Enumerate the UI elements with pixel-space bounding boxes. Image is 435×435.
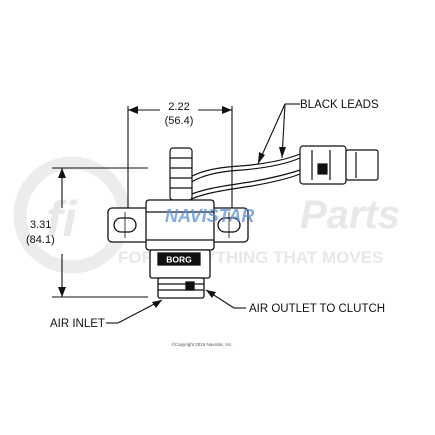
width-dimension-inches: 2.22 [168,101,189,113]
air-outlet-callout [205,289,246,309]
air-inlet-label: AIR INLET [50,318,105,330]
height-dimension-mm: (84.1) [26,234,55,246]
air-outlet-arrow [206,290,216,298]
solenoid-cap [169,147,193,201]
black-leads-label: BLACK LEADS [300,99,379,111]
height-arrow-top [58,168,66,178]
outlet-port [185,281,195,291]
black-leads-callout [257,103,300,165]
black-leads [177,153,301,203]
lead-wire-lower-inner [185,173,301,203]
body-stamp-plate [157,252,201,266]
copyright-notice: ©Copyright 2016 Navistar, Inc. [171,341,232,347]
dimension-lines [52,106,233,298]
width-arrow-left [128,106,138,114]
black-leads-arrow-1 [258,152,265,164]
width-arrow-right [222,106,232,114]
connector-plug [345,149,379,181]
lead-wire-upper-inner [181,157,301,195]
electrical-connector [299,145,379,185]
outlet-fitting [157,277,205,299]
connector-latch [317,163,328,175]
air-inlet-arrow [152,300,162,308]
navistar-logo: NAVISTAR [165,206,254,226]
lead-wire-lower [183,169,301,199]
solenoid-top [169,147,193,201]
width-dimension-mm: (56.4) [165,115,194,127]
lead-wire-upper [177,153,301,193]
height-arrow-bottom [58,287,66,297]
black-leads-arrow-2 [279,147,286,158]
valve-body [145,199,215,299]
watermark-brand-right: Parts [300,193,400,237]
height-dimension-inches: 3.31 [30,219,51,231]
air-inlet-callout [106,299,163,324]
body-stamp-text: BORG [166,255,192,265]
air-outlet-label: AIR OUTLET TO CLUTCH [249,303,385,315]
